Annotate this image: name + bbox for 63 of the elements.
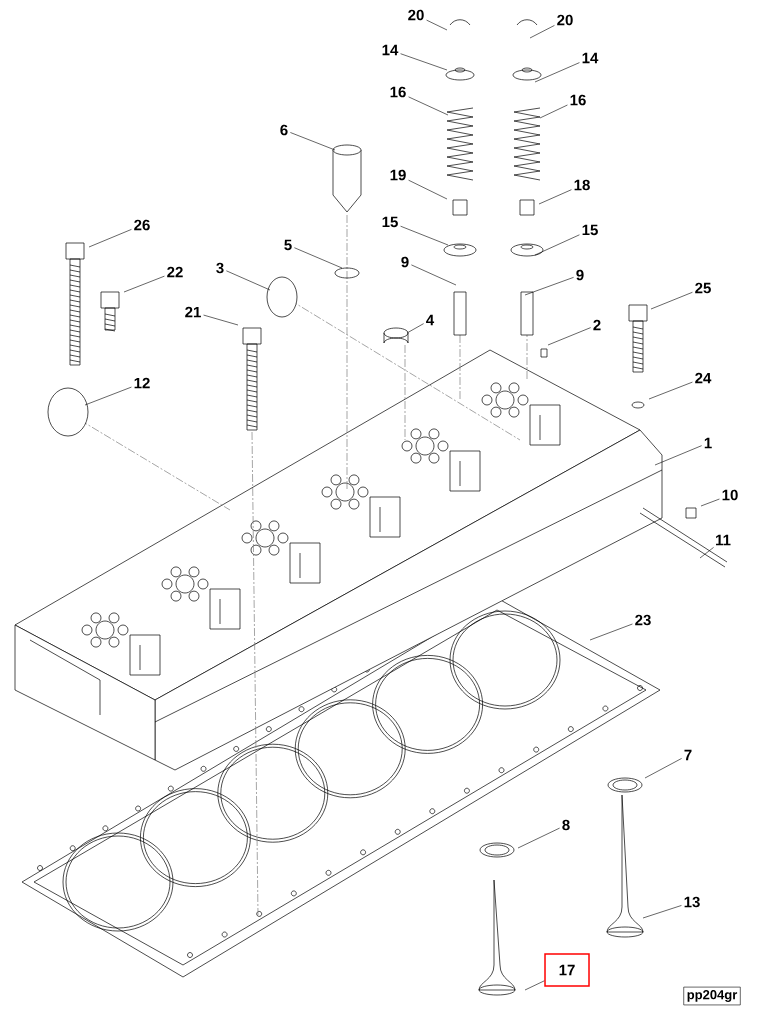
callout-number: 5 — [284, 239, 292, 251]
callout-number: 19 — [390, 169, 406, 181]
leader-line — [406, 323, 424, 334]
callout-number: 1 — [704, 437, 712, 449]
callout-number: 2 — [593, 319, 601, 331]
callout-number: 14 — [382, 44, 399, 56]
callout-number: 18 — [574, 179, 590, 191]
callout-number: 26 — [134, 219, 150, 231]
callout-number: 16 — [390, 86, 406, 98]
leader-line — [644, 758, 682, 779]
callout-number: 11 — [716, 534, 731, 546]
leader-line — [408, 179, 448, 200]
callout-number: 22 — [167, 266, 183, 278]
leader-line — [654, 445, 702, 466]
leader-line — [400, 225, 449, 246]
callout-number: 20 — [557, 14, 573, 26]
leader-line — [700, 498, 720, 507]
leader-line — [517, 827, 560, 849]
leader-line — [642, 905, 682, 919]
leader-line — [400, 53, 448, 71]
callout-number: 15 — [582, 224, 598, 236]
callout-number: 9 — [576, 269, 584, 281]
callout-number: 21 — [185, 306, 201, 318]
callout-number: 20 — [408, 9, 424, 21]
leader-line — [648, 381, 693, 400]
leader-line — [524, 980, 545, 991]
leader-line — [290, 132, 336, 151]
callout-number: 3 — [216, 262, 224, 274]
leader-line — [547, 327, 591, 346]
callout-number: 9 — [401, 256, 409, 268]
callout-number: 23 — [635, 614, 651, 626]
callout-number: 24 — [695, 372, 712, 384]
callout-number: 17 — [544, 953, 590, 987]
leader-line — [534, 62, 580, 83]
leader-line — [203, 314, 239, 326]
leader-line — [529, 25, 555, 39]
leader-line — [294, 247, 343, 269]
leader-line — [88, 229, 132, 248]
leader-line — [123, 275, 165, 293]
leader-line — [411, 264, 457, 286]
callout-number: 16 — [570, 94, 586, 106]
leader-line — [426, 19, 448, 31]
callout-number: 12 — [134, 377, 150, 389]
callout-number: 6 — [280, 124, 288, 136]
leader-line — [226, 270, 271, 291]
leader-line — [538, 189, 572, 205]
callout-number: 4 — [426, 314, 435, 326]
leader-line — [699, 547, 714, 559]
leader-line — [524, 277, 574, 296]
leader-line — [650, 291, 693, 310]
callout-number: 7 — [684, 749, 692, 761]
callout-number: 14 — [582, 52, 599, 64]
callout-number: 25 — [695, 282, 711, 294]
leader-line — [534, 234, 580, 256]
callout-number: 15 — [382, 216, 398, 228]
leader-line — [84, 386, 132, 406]
callout-number: 10 — [722, 489, 738, 501]
leader-line — [539, 104, 568, 119]
leader-line — [589, 623, 633, 641]
drawing-code: pp204gr — [683, 986, 741, 1006]
callout-number: 8 — [562, 819, 570, 831]
callout-number: 13 — [684, 896, 700, 908]
leader-line — [408, 96, 449, 116]
